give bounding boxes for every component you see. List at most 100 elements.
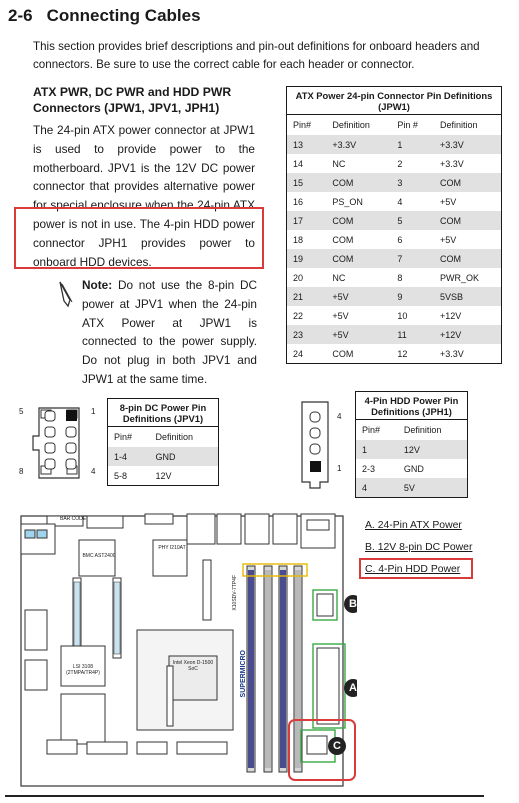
table-cell: 16 (293, 196, 304, 207)
hdd-table-title: 4-Pin HDD Power Pin Definitions (JPH1) (356, 392, 467, 420)
table-cell: COM (326, 173, 392, 192)
table-cell: 6 (397, 234, 403, 245)
table-cell: 7 (391, 249, 435, 268)
dc-table-title: 8-pin DC Power Pin Definitions (JPV1) (108, 399, 218, 427)
table-cell: 5V (397, 478, 467, 497)
intro-paragraph: This section provides brief descriptions… (33, 40, 480, 71)
board-cpu-label: Intel Xeon D-1500 SoC (172, 660, 214, 672)
table-cell: COM (332, 234, 354, 245)
atx-table-title: ATX Power 24-pin Connector Pin Definitio… (287, 87, 501, 115)
table-header-cell: Pin # (397, 120, 418, 130)
table-cell: 8 (397, 272, 403, 283)
table-cell: 20 (293, 272, 304, 283)
table-cell: 2-3 (362, 463, 376, 474)
note-label: Note: (82, 278, 113, 292)
table-cell: +12V (440, 310, 462, 321)
hdd-pin-label-4: 4 (337, 412, 342, 421)
board-bmc-label: BMC AST2400 (82, 553, 116, 559)
table-cell: 4 (356, 478, 398, 497)
table-cell: COM (434, 249, 501, 268)
table-cell: 22 (293, 310, 304, 321)
note-paragraph: Note: Do not use the 8-pin DC power at J… (82, 276, 257, 389)
table-cell: 9 (391, 287, 435, 306)
table-header-cell: Definition (332, 120, 370, 130)
section-title: Connecting Cables (46, 6, 201, 25)
table-cell: GND (149, 447, 218, 466)
table-cell: 1 (356, 440, 398, 459)
table-cell: 17 (287, 211, 327, 230)
legend-highlight-box (359, 558, 473, 579)
table-cell: COM (434, 211, 501, 230)
section-number: 2-6 (8, 6, 33, 25)
table-cell: NC (332, 158, 346, 169)
description-highlight: ATX power is not in use. The 4-pin HDD p… (33, 198, 255, 269)
table-cell: 14 (293, 158, 304, 169)
table-cell: 19 (287, 249, 327, 268)
table-cell: COM (326, 249, 392, 268)
table-cell: 23 (287, 325, 327, 344)
table-row: 20 NC 8 PWR_OK (287, 268, 501, 287)
table-cell: 3 (391, 173, 435, 192)
table-row: 16 PS_ON 4 +5V (287, 192, 501, 211)
table-cell: COM (434, 173, 501, 192)
table-cell: 4 (397, 196, 403, 207)
board-brand-logo: SUPERMICRO (240, 650, 247, 698)
marker-c: C (333, 740, 341, 752)
table-cell: 12V (397, 440, 467, 459)
table-cell: PWR_OK (440, 272, 480, 283)
connector-heading: ATX PWR, DC PWR and HDD PWR Connectors (… (33, 85, 232, 115)
description-part: The 24-pin ATX power connector at JPW1 i… (33, 123, 255, 213)
marker-b: B (349, 598, 357, 610)
table-cell: +12V (434, 325, 501, 344)
text-highlight-box (14, 207, 264, 269)
table-cell: 1 (391, 135, 435, 154)
board-model-label: X10SDV-7TP4F (232, 575, 238, 611)
table-cell: NC (332, 272, 346, 283)
legend-c-hdd: C. 4-Pin HDD Power (365, 564, 461, 575)
connector-description: The 24-pin ATX power connector at JPW1 i… (33, 121, 255, 271)
dc-pin-label-4: 4 (91, 467, 96, 476)
dc-pin-label-8: 8 (19, 467, 24, 476)
legend-a-atx: A. 24-Pin ATX Power (365, 520, 462, 531)
table-header-cell: Definition (403, 425, 442, 435)
table-cell: +5V (440, 196, 457, 207)
table-cell: 5-8 (114, 470, 128, 481)
dc-pin-label-1: 1 (91, 407, 96, 416)
table-cell: 13 (287, 135, 327, 154)
table-cell: 5VSB (434, 287, 501, 306)
table-header-cell: Definition (155, 432, 194, 442)
hdd-4pin-connector-diagram (301, 401, 329, 489)
board-phy-label: PHY I210AT (158, 545, 186, 551)
table-cell: +3.3V (434, 135, 501, 154)
dc-8pin-connector-diagram (32, 407, 80, 479)
table-cell: +3.3V (326, 135, 392, 154)
table-header-cell: Pin# (293, 120, 312, 130)
table-header-cell: Definition (440, 120, 478, 130)
table-header-cell: Pin# (114, 432, 133, 442)
section-heading: 2-6 Connecting Cables (8, 6, 201, 26)
table-cell: 15 (287, 173, 327, 192)
hdd-pin-label-1: 1 (337, 464, 342, 473)
table-cell: PS_ON (332, 196, 363, 207)
table-cell: 24 (293, 348, 304, 359)
table-cell: 12 (397, 348, 408, 359)
table-cell: 1-4 (108, 447, 150, 466)
table-cell: +5V (326, 287, 392, 306)
table-header-row: Pin# Definition (108, 427, 218, 447)
table-header-row: Pin#Definition (356, 420, 467, 440)
